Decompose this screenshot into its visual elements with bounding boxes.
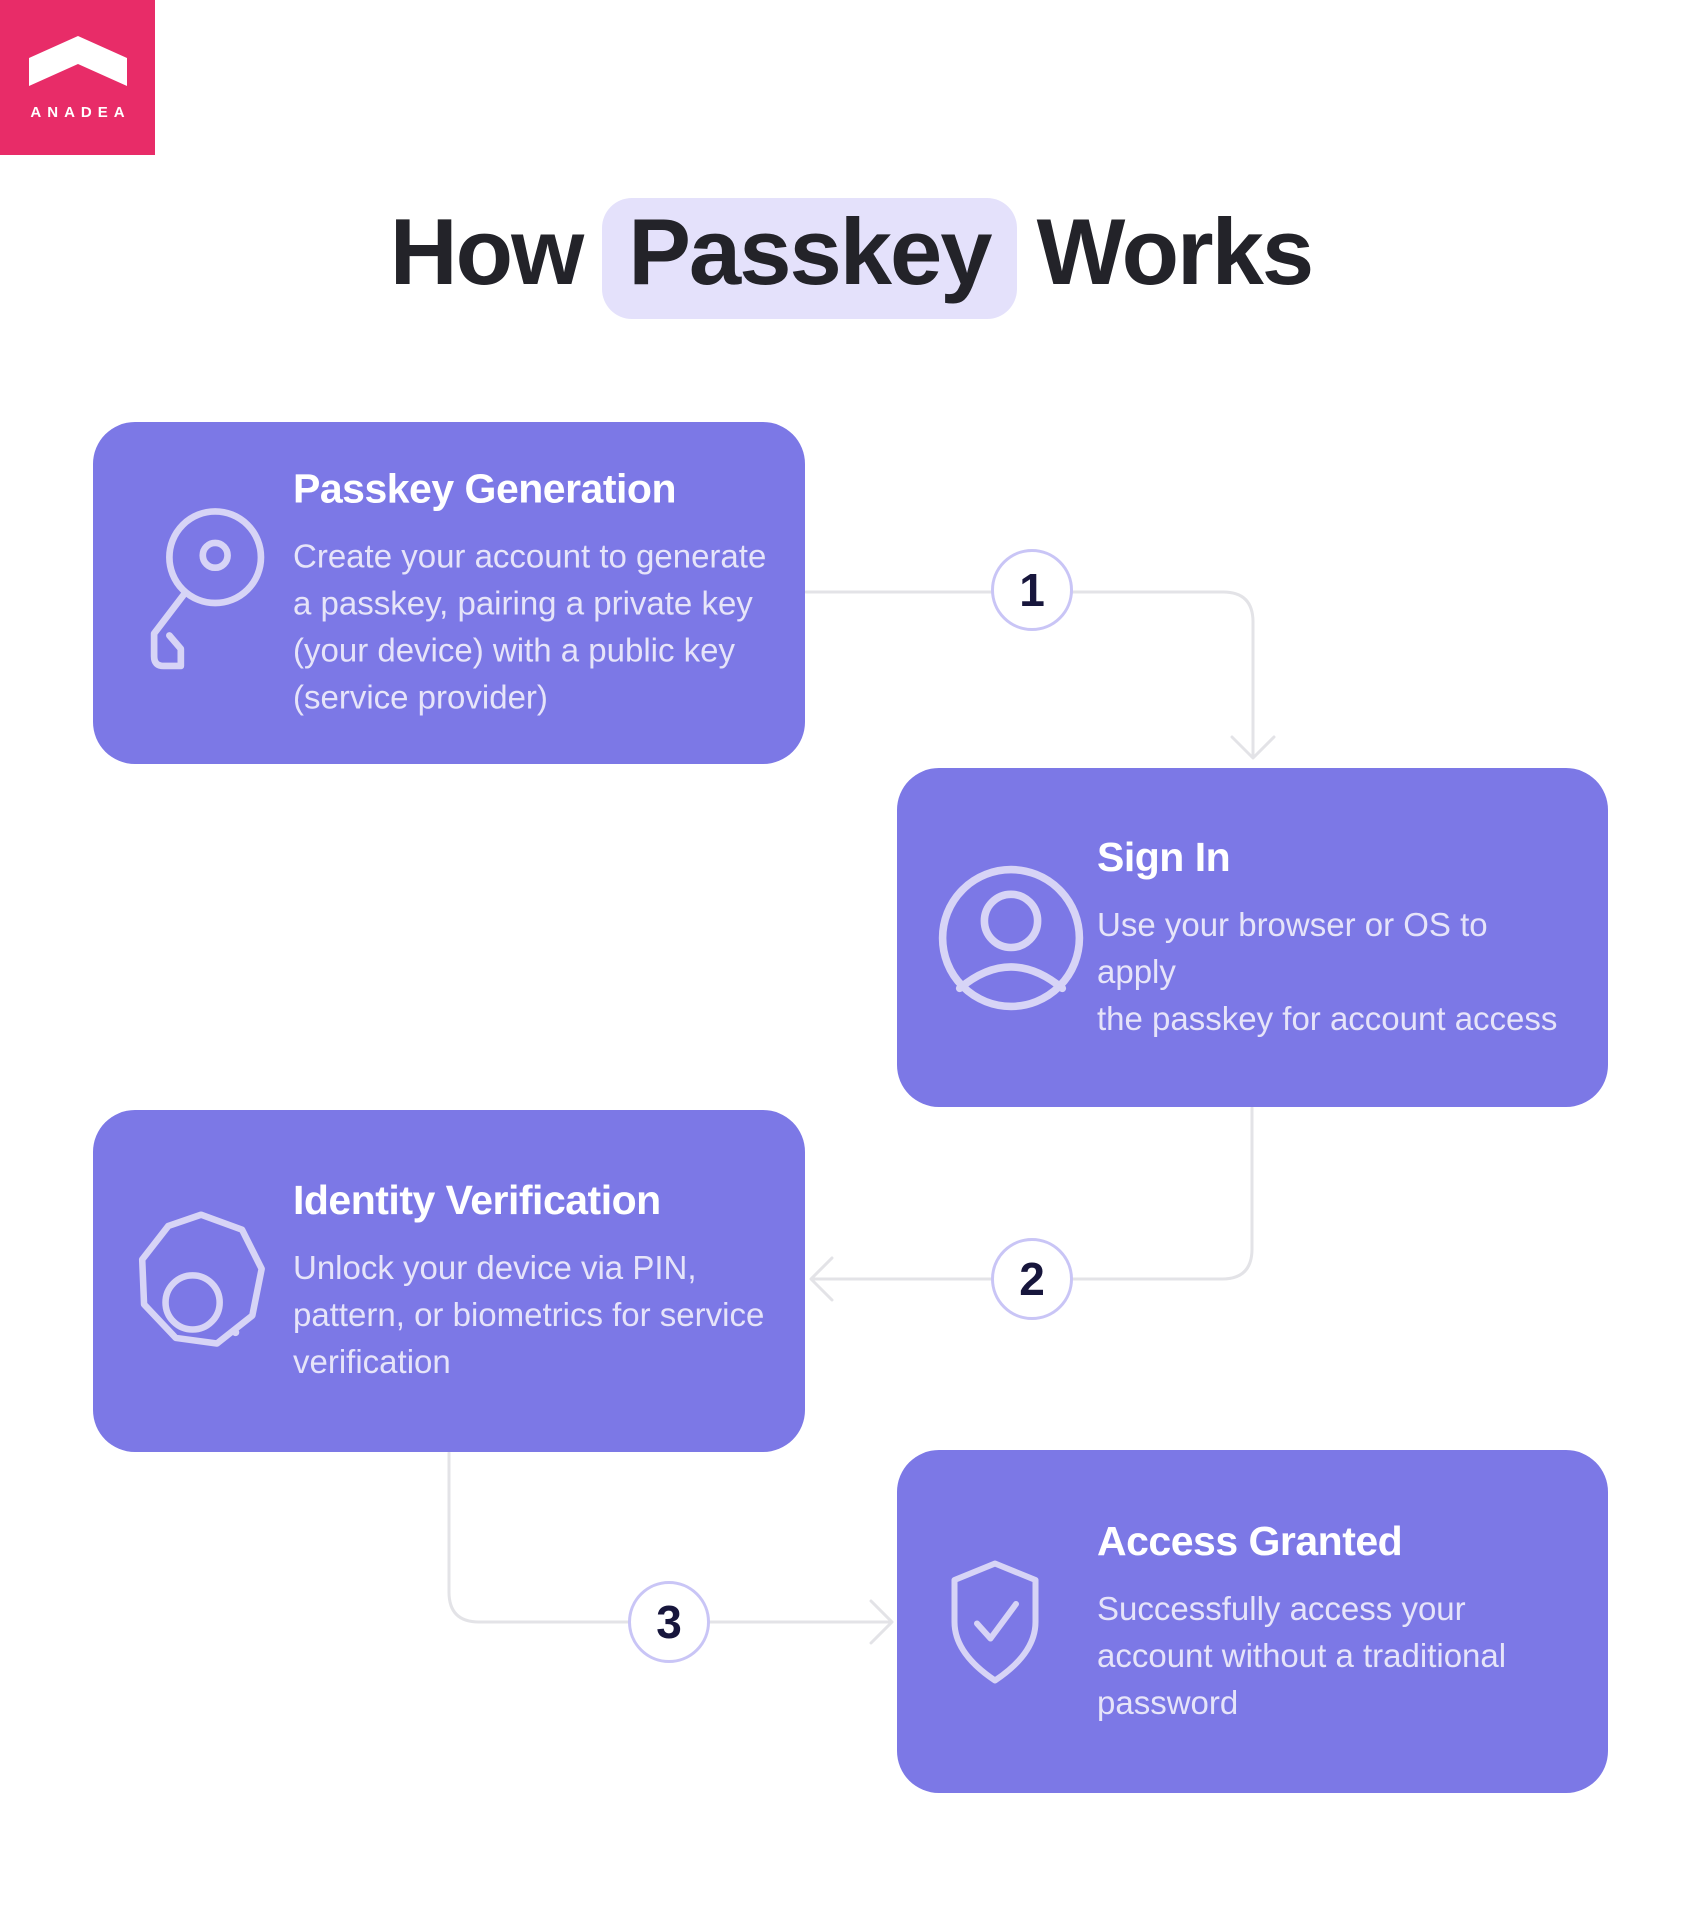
- step-heading: Sign In: [1097, 833, 1231, 880]
- connector-arrow-1: [1230, 735, 1276, 760]
- step-heading: Access Granted: [1097, 1517, 1403, 1564]
- step-number-badge-2: 2: [991, 1238, 1073, 1320]
- step-card-passkey-generation: Passkey Generation Create your account t…: [93, 422, 805, 764]
- step-body: Successfully access your account without…: [1097, 1589, 1507, 1721]
- connector-arrow-2: [809, 1256, 834, 1302]
- step-heading: Passkey Generation: [293, 465, 676, 512]
- roof-chevron-icon: [28, 36, 127, 86]
- title-post: Works: [1036, 199, 1315, 304]
- step-number-badge-3: 3: [628, 1581, 710, 1663]
- step-number: 3: [656, 1596, 682, 1648]
- anadea-logo: ANADEA: [0, 0, 155, 155]
- step-number: 2: [1019, 1253, 1045, 1305]
- identity-scan-icon: [131, 1205, 271, 1357]
- step-text-block: Identity Verification Unlock your device…: [293, 1177, 769, 1385]
- step-number: 1: [1019, 564, 1045, 616]
- connector-arrow-3: [869, 1599, 894, 1645]
- page-title: How Passkey Works: [0, 198, 1702, 320]
- step-heading: Identity Verification: [293, 1177, 661, 1223]
- logo-brand-text: ANADEA: [30, 104, 131, 121]
- step-body: Unlock your device via PIN, pattern, or …: [293, 1249, 765, 1380]
- step-card-identity-verification: Identity Verification Unlock your device…: [93, 1110, 805, 1452]
- step-number-badge-1: 1: [991, 549, 1073, 631]
- step-body: Use your browser or OS to apply the pass…: [1097, 905, 1558, 1037]
- title-pre: How: [389, 199, 584, 304]
- step-text-block: Access Granted Successfully access your …: [1097, 1518, 1572, 1726]
- step-card-sign-in: Sign In Use your browser or OS to apply …: [897, 768, 1608, 1107]
- key-icon: [131, 500, 265, 686]
- step-text-block: Passkey Generation Create your account t…: [293, 466, 769, 721]
- step-text-block: Sign In Use your browser or OS to apply …: [1097, 834, 1572, 1042]
- step-body: Create your account to generate a passke…: [293, 537, 767, 716]
- step-card-access-granted: Access Granted Successfully access your …: [897, 1450, 1608, 1793]
- shield-check-icon: [935, 1554, 1055, 1690]
- title-highlight: Passkey: [602, 198, 1017, 320]
- user-icon: [935, 862, 1087, 1014]
